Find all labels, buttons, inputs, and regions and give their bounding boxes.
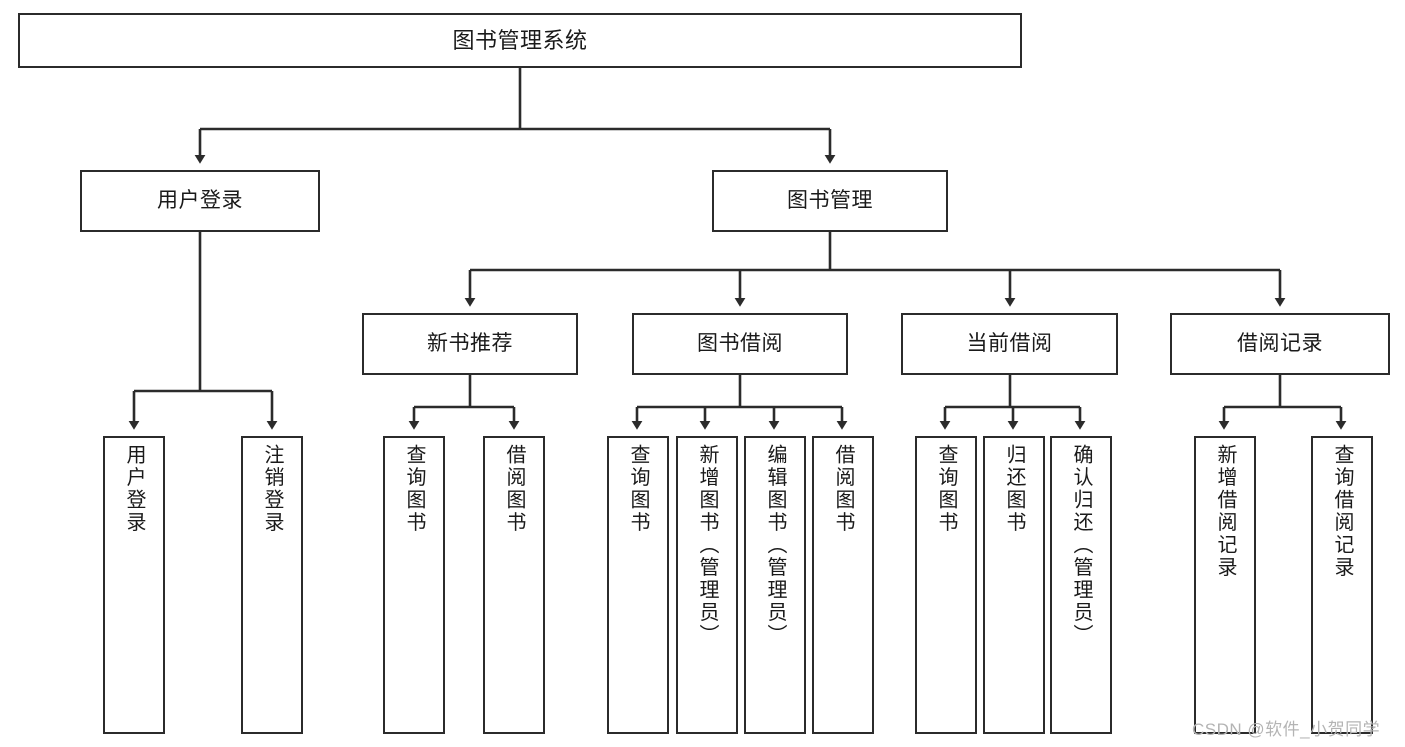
node-leaf-query-book-2[interactable]: 查询图书: [607, 436, 669, 734]
node-leaf-borrow-book-2-label: 借阅图书: [832, 444, 854, 534]
node-leaf-query-book-1[interactable]: 查询图书: [383, 436, 445, 734]
node-root-label: 图书管理系统: [452, 27, 588, 53]
node-leaf-user-logout[interactable]: 注销登录: [241, 436, 303, 734]
node-leaf-add-book-label: 新增图书（管理员）: [696, 444, 718, 647]
node-root[interactable]: 图书管理系统: [18, 13, 1022, 68]
node-current-borrow-label: 当前借阅: [966, 331, 1053, 355]
node-user-login[interactable]: 用户登录: [80, 170, 320, 232]
node-leaf-add-record[interactable]: 新增借阅记录: [1194, 436, 1256, 734]
node-leaf-edit-book-label: 编辑图书（管理员）: [764, 444, 786, 647]
node-leaf-add-record-label: 新增借阅记录: [1214, 444, 1236, 579]
node-user-login-label: 用户登录: [157, 188, 243, 212]
node-borrow-record[interactable]: 借阅记录: [1170, 313, 1390, 375]
node-current-borrow[interactable]: 当前借阅: [901, 313, 1118, 375]
node-leaf-query-record[interactable]: 查询借阅记录: [1311, 436, 1373, 734]
node-leaf-query-book-3-label: 查询图书: [935, 444, 957, 534]
node-leaf-user-logout-label: 注销登录: [261, 444, 283, 534]
node-book-manage[interactable]: 图书管理: [712, 170, 948, 232]
node-leaf-borrow-book-1[interactable]: 借阅图书: [483, 436, 545, 734]
node-book-borrow-label: 图书借阅: [697, 331, 783, 355]
node-leaf-user-login-label: 用户登录: [123, 444, 145, 534]
node-leaf-edit-book[interactable]: 编辑图书（管理员）: [744, 436, 806, 734]
node-leaf-user-login[interactable]: 用户登录: [103, 436, 165, 734]
node-leaf-query-book-1-label: 查询图书: [403, 444, 425, 534]
node-leaf-add-book[interactable]: 新增图书（管理员）: [676, 436, 738, 734]
node-leaf-query-book-2-label: 查询图书: [627, 444, 649, 534]
node-leaf-query-book-3[interactable]: 查询图书: [915, 436, 977, 734]
node-leaf-confirm-return-label: 确认归还（管理员）: [1070, 444, 1092, 647]
node-book-manage-label: 图书管理: [787, 188, 873, 212]
node-new-book-recommend[interactable]: 新书推荐: [362, 313, 578, 375]
node-book-borrow[interactable]: 图书借阅: [632, 313, 848, 375]
node-leaf-return-book-label: 归还图书: [1003, 444, 1025, 534]
node-leaf-query-record-label: 查询借阅记录: [1331, 444, 1353, 579]
node-leaf-borrow-book-1-label: 借阅图书: [503, 444, 525, 534]
node-leaf-confirm-return[interactable]: 确认归还（管理员）: [1050, 436, 1112, 734]
node-leaf-return-book[interactable]: 归还图书: [983, 436, 1045, 734]
node-leaf-borrow-book-2[interactable]: 借阅图书: [812, 436, 874, 734]
watermark: CSDN @软件_小贺同学: [1192, 720, 1381, 739]
node-new-book-recommend-label: 新书推荐: [427, 331, 513, 355]
node-borrow-record-label: 借阅记录: [1237, 331, 1323, 355]
